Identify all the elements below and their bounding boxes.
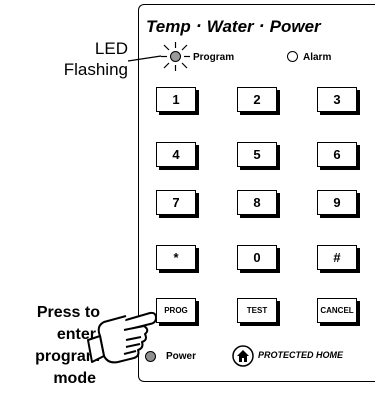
prog-button[interactable]: PROG bbox=[156, 298, 196, 323]
callout-press-line2: enter bbox=[56, 326, 96, 343]
program-label: Program bbox=[193, 52, 235, 63]
title-separator: · bbox=[195, 16, 202, 36]
key-1[interactable]: 1 bbox=[156, 87, 196, 112]
callout-press-line3: program bbox=[35, 348, 100, 365]
led-pointer-line bbox=[127, 55, 162, 62]
protected-home-label: PROTECTED HOME bbox=[258, 350, 344, 360]
key-9[interactable]: 9 bbox=[317, 190, 357, 215]
key-star[interactable]: * bbox=[156, 245, 196, 270]
title-separator: · bbox=[258, 16, 265, 36]
alarm-label: Alarm bbox=[303, 52, 332, 63]
title-water: Water bbox=[206, 17, 254, 36]
key-0[interactable]: 0 bbox=[237, 245, 277, 270]
panel-title: Temp·Water·Power bbox=[146, 16, 375, 37]
led-flashing-callout: LED Flashing bbox=[40, 38, 128, 80]
title-temp: Temp bbox=[146, 17, 191, 36]
led-rays-icon bbox=[161, 42, 190, 71]
callout-press-line4: mode bbox=[53, 370, 96, 387]
key-6[interactable]: 6 bbox=[317, 142, 357, 167]
pointing-hand-icon bbox=[87, 311, 157, 364]
key-4[interactable]: 4 bbox=[156, 142, 196, 167]
key-3[interactable]: 3 bbox=[317, 87, 357, 112]
key-7[interactable]: 7 bbox=[156, 190, 196, 215]
power-led-icon bbox=[145, 351, 156, 362]
key-hash[interactable]: # bbox=[317, 245, 357, 270]
key-8[interactable]: 8 bbox=[237, 190, 277, 215]
callout-led-line2: Flashing bbox=[63, 60, 128, 79]
key-5[interactable]: 5 bbox=[237, 142, 277, 167]
alarm-led-icon bbox=[287, 51, 298, 62]
power-label: Power bbox=[166, 351, 197, 362]
press-to-enter-callout: Press to enter program mode bbox=[0, 302, 100, 390]
program-led-icon bbox=[170, 51, 181, 62]
title-power: Power bbox=[269, 17, 321, 36]
test-button[interactable]: TEST bbox=[237, 298, 277, 323]
cancel-button[interactable]: CANCEL bbox=[317, 298, 357, 323]
callout-led-line1: LED bbox=[94, 39, 128, 58]
house-icon bbox=[232, 345, 254, 367]
key-2[interactable]: 2 bbox=[237, 87, 277, 112]
callout-press-line1: Press to bbox=[36, 304, 100, 321]
